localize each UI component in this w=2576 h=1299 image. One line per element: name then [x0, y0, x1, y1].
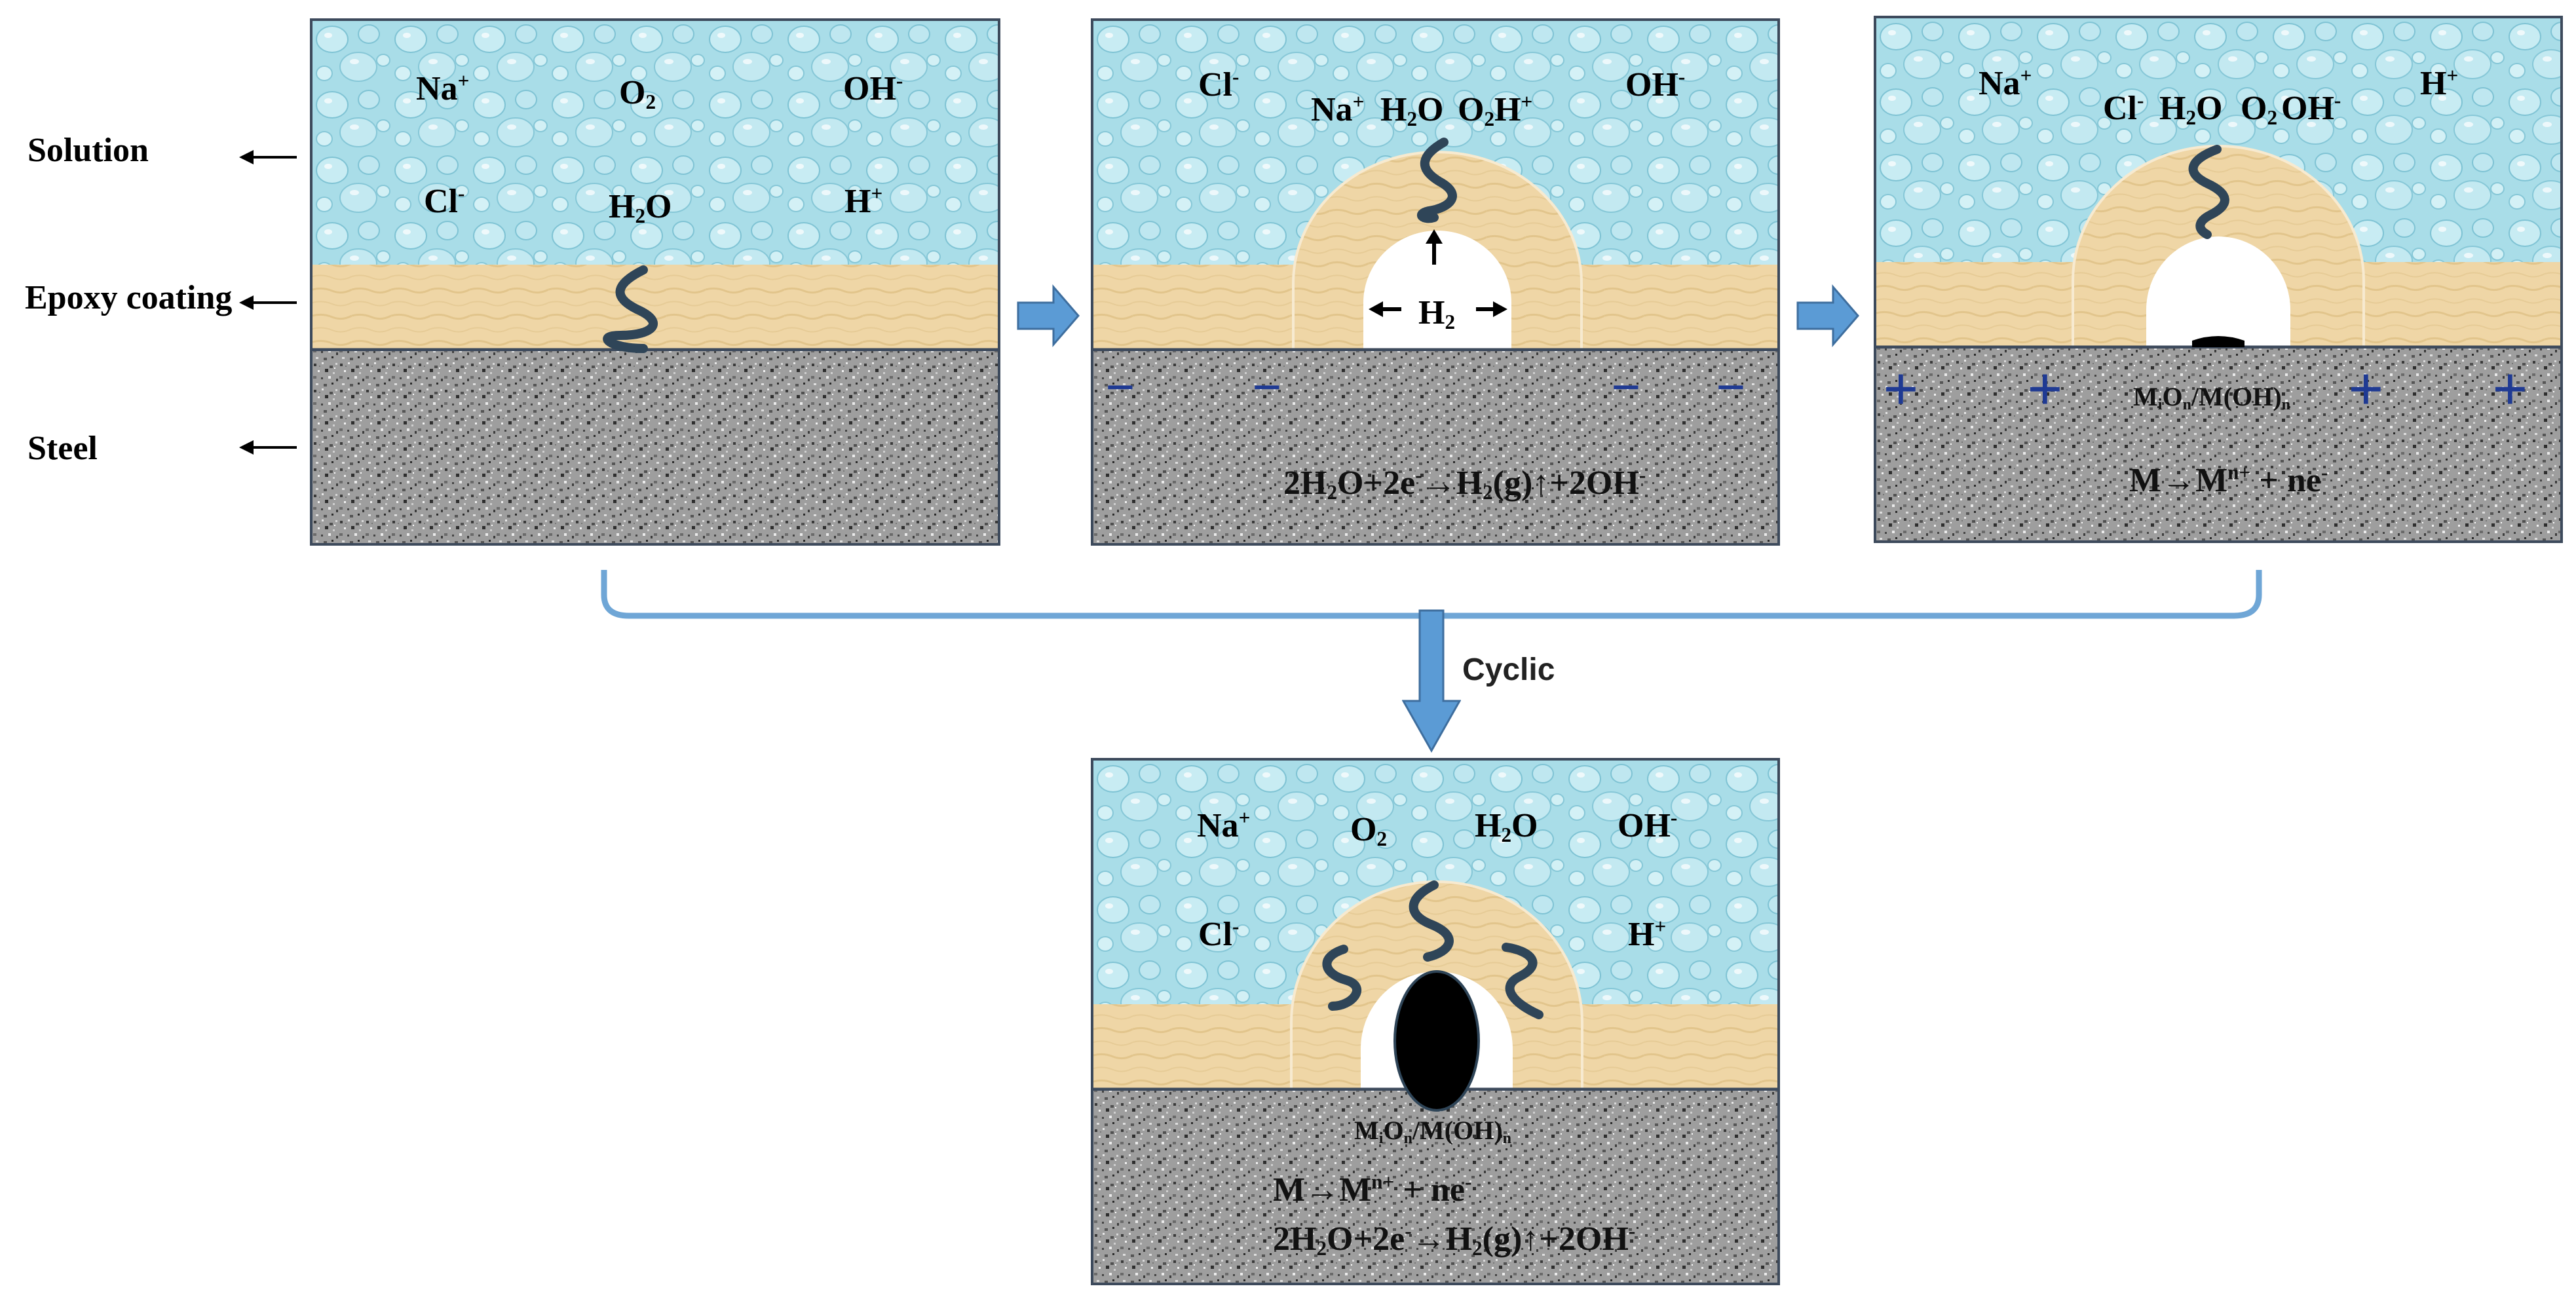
charge-minus: − [1611, 359, 1641, 417]
flow-arrow-icon [1796, 284, 1859, 348]
panel4-layers [1093, 761, 1777, 1283]
steel-layer [313, 351, 998, 543]
panel1-layers [313, 21, 998, 543]
panel-cathodic-blister: Cl- Na+ H2O O2 H+ OH- H2 − − − − 2H2O+2e… [1091, 18, 1780, 546]
ion-h2o: H2O [609, 188, 672, 227]
ion-h: H+ [1494, 90, 1533, 128]
ion-oh: OH- [843, 69, 903, 107]
ion-cl: Cl- [1198, 914, 1240, 953]
epoxy-layer [313, 265, 998, 350]
ion-cl: Cl- [424, 181, 465, 220]
ion-na: Na+ [1311, 90, 1365, 128]
solution-layer [313, 21, 998, 265]
ion-h: H+ [1628, 914, 1667, 953]
corrosion-product-icon [1393, 970, 1480, 1112]
ion-h: H+ [844, 181, 883, 220]
diffusion-path-icon [1409, 880, 1454, 962]
diffusion-path-icon [1416, 138, 1457, 223]
oxide-deposit-icon [2192, 336, 2245, 347]
oxide-formula: MiOn/M(OH)n [1354, 1116, 1512, 1147]
steel-pointer-arrow-icon [239, 440, 297, 455]
ion-h2o: H2O [1380, 91, 1444, 130]
ion-na: Na+ [1197, 806, 1251, 844]
diffusion-path-icon [2188, 145, 2229, 239]
cyclic-down-arrow-icon [1402, 609, 1461, 753]
panel3-layers [1876, 18, 2560, 540]
steel-label: Steel [28, 430, 98, 467]
ion-o2: O2 [2241, 90, 2278, 129]
charge-minus: − [1716, 359, 1746, 417]
ion-h: H+ [2420, 64, 2459, 102]
ion-na: Na+ [416, 69, 470, 107]
charge-minus: − [1105, 359, 1135, 417]
solution-pointer-arrow-icon [239, 150, 297, 164]
panel-intact-coating: Na+ O2 OH- Cl- H2O H+ [310, 18, 1000, 546]
epoxy-coating-label: Epoxy coating [25, 279, 233, 316]
charge-plus: + [2027, 354, 2063, 424]
panel-anodic-blister: Na+ H+ Cl- H2O O2 OH- + + + + MiOn/M(OH)… [1874, 16, 2563, 543]
charge-plus: + [2492, 354, 2528, 424]
diffusion-path-icon [603, 265, 658, 353]
ion-h2o: H2O [1475, 807, 1538, 846]
cathodic-reaction-equation: 2H2O+2e-→H2(g)↑+2OH- [1273, 1219, 1636, 1260]
hydrogen-gas-label: H2 [1418, 294, 1456, 333]
charge-plus: + [2348, 354, 2384, 424]
flow-arrow-icon [1017, 284, 1080, 348]
ion-na: Na+ [1979, 64, 2032, 102]
cyclic-label: Cyclic [1462, 652, 1555, 687]
ion-o2: O2 [619, 74, 656, 113]
epoxy-pointer-arrow-icon [239, 295, 297, 310]
charge-minus: − [1252, 359, 1282, 417]
ion-oh: OH- [2281, 88, 2341, 127]
ion-h2o: H2O [2159, 90, 2223, 129]
charge-plus: + [1883, 354, 1919, 424]
cathodic-reaction-equation: 2H2O+2e-→H2(g)↑+2OH- [1283, 463, 1646, 504]
hydrogen-cavity [1363, 231, 1511, 350]
ion-oh: OH- [1625, 65, 1686, 104]
ion-o2: O2 [1350, 811, 1388, 850]
panel2-layers [1093, 21, 1777, 543]
ion-o2: O2 [1458, 91, 1495, 130]
diffusion-path-icon [1322, 945, 1361, 1011]
ion-oh: OH- [1618, 806, 1678, 844]
anodic-reaction-equation: M→Mn+ + ne- [1273, 1170, 1472, 1209]
panel-cyclic-result: Na+ O2 H2O OH- Cl- H+ MiOn/M(OH)n M→Mn+ … [1091, 758, 1780, 1285]
anodic-reaction-equation: M→Mn+ + ne- [2129, 461, 2328, 499]
ion-cl: Cl- [2103, 88, 2144, 127]
oxide-formula: MiOn/M(OH)n [2133, 382, 2291, 413]
diffusion-path-icon [1502, 943, 1544, 1019]
solution-label: Solution [28, 132, 149, 169]
ion-cl: Cl- [1198, 65, 1240, 104]
